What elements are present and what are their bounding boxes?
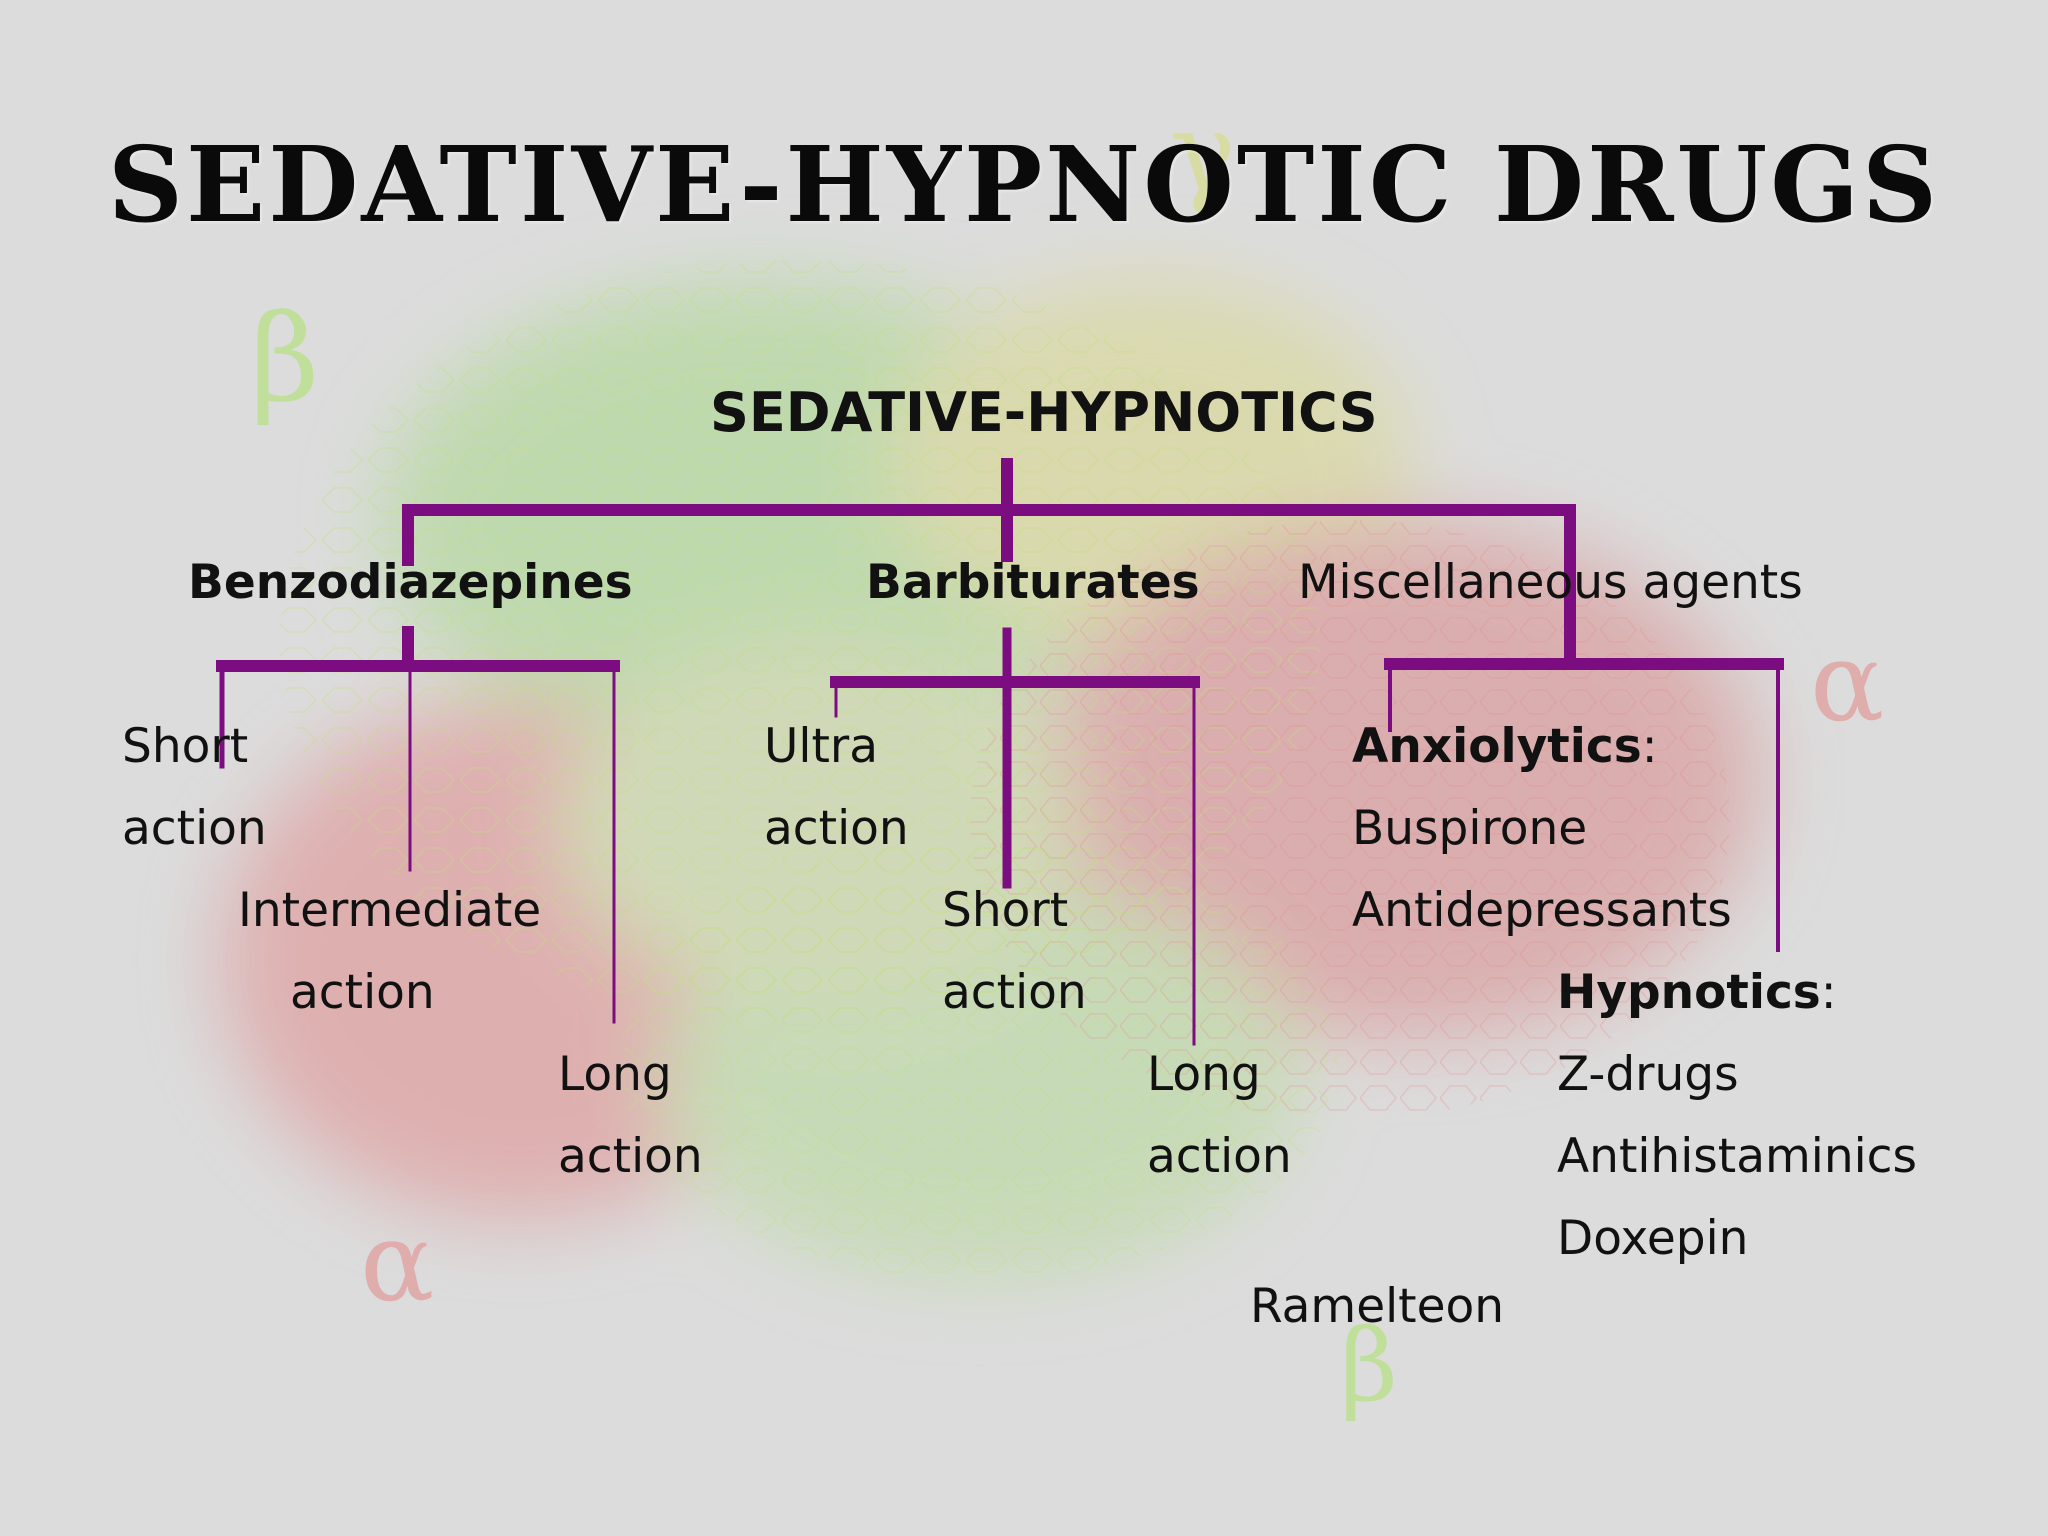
benzo-short-action: Short action [122,706,267,870]
hypnotics-colon: : [1820,965,1837,1020]
anxiolytics-item-antidepressants: Antidepressants [1352,883,1732,938]
barb-short-action: Short action [942,870,1087,1034]
hypnotics-heading: Hypnotics [1557,965,1821,1020]
misc-ramelteon: Ramelteon [1250,1279,1505,1334]
bg-glyph-alpha-left: α [360,1198,434,1326]
barb-long-line2: action [1147,1129,1292,1184]
misc-hypnotics-group: Hypnotics: Z-drugs Antihistaminics Doxep… [1557,952,1917,1280]
hypnotics-item-z-drugs: Z-drugs [1557,1047,1739,1102]
node-root: SEDATIVE-HYPNOTICS [710,381,1378,444]
node-barbiturates: Barbiturates [866,555,1200,610]
hypnotics-item-antihistaminics: Antihistaminics [1557,1129,1918,1184]
bg-glyph-beta-bottom: β [1340,1307,1398,1424]
barb-short-line1: Short [942,883,1069,938]
node-miscellaneous-agents: Miscellaneous agents [1298,555,1803,610]
benzo-long-line1: Long [558,1047,672,1102]
benzo-intermediate-line1: Intermediate [238,883,542,938]
hypnotics-item-doxepin: Doxepin [1557,1211,1749,1266]
benzo-intermediate-action: Intermediate action [238,870,541,1034]
hypnotics-heading-row: Hypnotics: [1557,952,1917,1034]
bg-glyph-alpha-right: α [1810,618,1884,746]
benzo-long-line2: action [558,1129,703,1184]
anxiolytics-heading-row: Anxiolytics: [1352,706,1732,788]
misc-anxiolytics-group: Anxiolytics: Buspirone Antidepressants [1352,706,1732,952]
benzo-long-action: Long action [558,1034,703,1198]
barb-long-action: Long action [1147,1034,1292,1198]
anxiolytics-item-buspirone: Buspirone [1352,801,1588,856]
benzo-intermediate-line2: action [290,965,435,1020]
benzo-short-line1: Short [122,719,249,774]
node-benzodiazepines: Benzodiazepines [188,555,633,610]
barb-short-line2: action [942,965,1087,1020]
barb-long-line1: Long [1147,1047,1261,1102]
barb-ultra-action: Ultra action [764,706,909,870]
slide-title: SEDATIVE-HYPNOTIC DRUGS [107,123,1941,246]
bg-glyph-beta: β [250,290,319,429]
barb-ultra-line1: Ultra [764,719,879,774]
benzo-short-line2: action [122,801,267,856]
bg-glyph-gamma: γ [1170,88,1236,216]
anxiolytics-colon: : [1641,719,1658,774]
barb-ultra-line2: action [764,801,909,856]
anxiolytics-heading: Anxiolytics [1352,719,1642,774]
